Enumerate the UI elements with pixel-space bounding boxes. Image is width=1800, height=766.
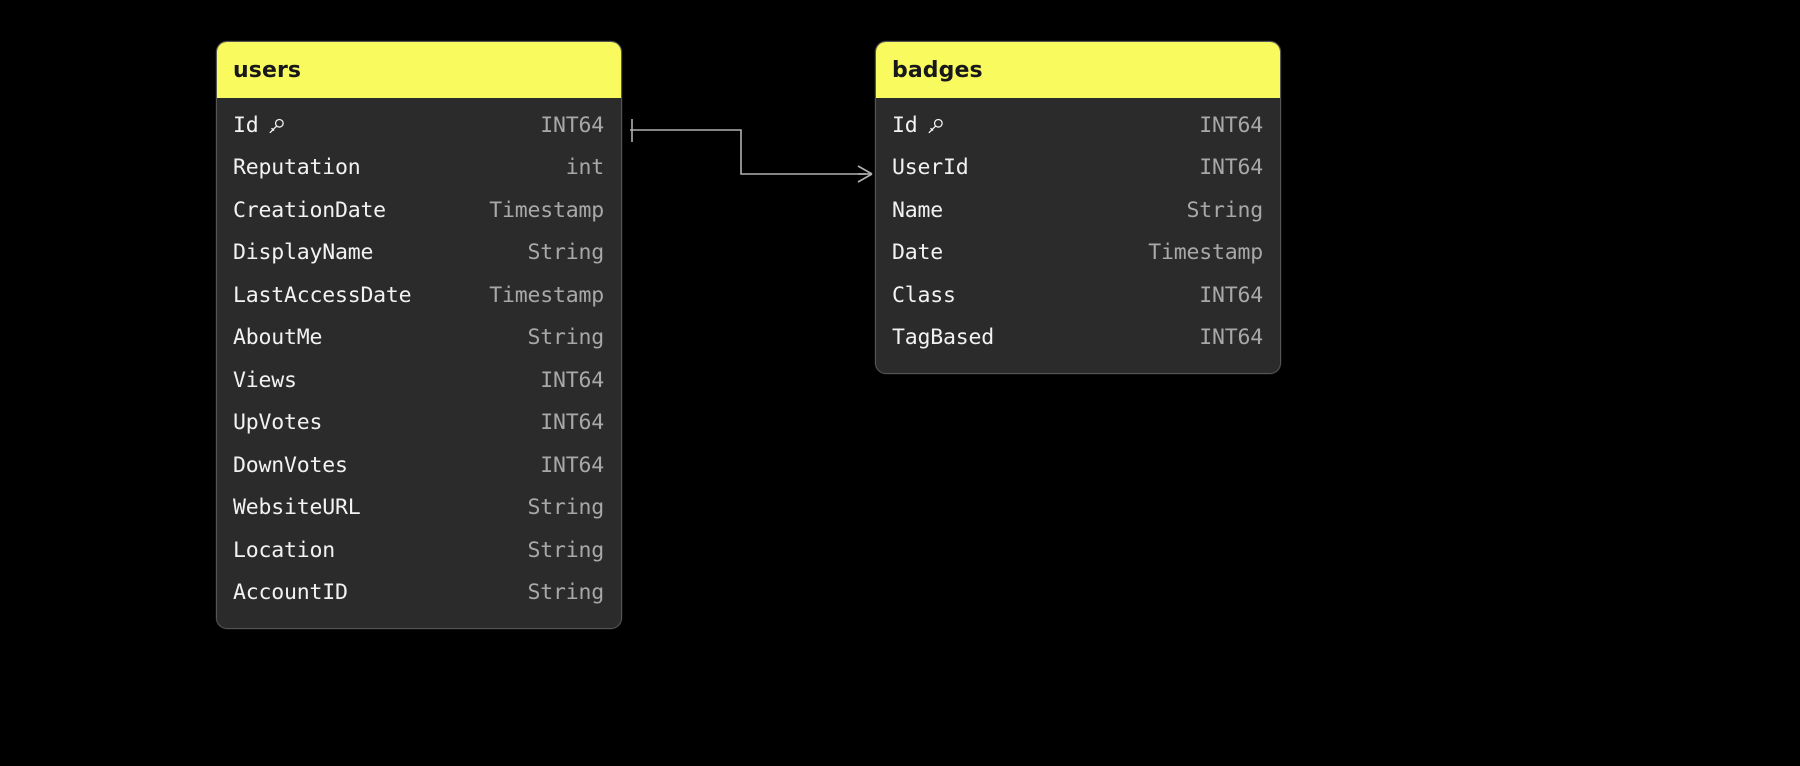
field-type-label: INT64 [540,410,604,436]
field-name-cell: CreationDate [233,198,386,223]
field-name-label: Name [892,197,943,223]
field-row[interactable]: UserId INT64 [876,147,1280,190]
field-type-label: String [527,580,605,606]
field-name-cell: AboutMe [233,325,322,350]
field-type-label: int [565,155,604,181]
field-name-cell: UserId [892,155,969,181]
field-name-cell: Name [892,198,943,223]
field-type-label: INT64 [540,367,604,393]
field-type-label: INT64 [1199,155,1263,181]
entity-title-badges: badges [876,42,1280,99]
field-row[interactable]: AboutMe String [217,317,621,360]
field-name-label: LastAccessDate [233,282,412,308]
field-name-cell: DisplayName [233,240,373,265]
field-name-cell: Class [892,283,956,308]
field-name-label: Date [892,240,943,266]
field-row[interactable]: TagBased INT64 [876,317,1280,360]
field-name-cell: Date [892,240,943,265]
field-name-label: Id [892,112,918,138]
field-type-label: String [1186,197,1264,223]
field-name-label: Class [892,282,956,308]
field-row[interactable]: UpVotes INT64 [217,402,621,445]
field-row[interactable]: Location String [217,529,621,572]
field-type-label: INT64 [1199,325,1263,351]
field-name-cell: Views [233,368,297,393]
field-name-cell: Reputation [233,155,361,181]
field-name-label: AboutMe [233,325,323,351]
key-icon [926,116,946,136]
field-name-cell: Location [233,538,335,563]
field-name-label: Id [233,112,259,138]
field-row[interactable]: WebsiteURL String [217,487,621,530]
relationship-line [630,129,866,175]
field-type-label: INT64 [1199,112,1263,138]
field-name-cell: Id [233,113,287,138]
field-row[interactable]: LastAccessDate Timestamp [217,274,621,317]
field-name-label: Views [233,367,297,393]
field-row[interactable]: DisplayName String [217,232,621,275]
field-row[interactable]: Class INT64 [876,274,1280,317]
field-row[interactable]: AccountID String [217,572,621,615]
field-type-label: INT64 [540,452,604,478]
field-row[interactable]: Date Timestamp [876,232,1280,275]
field-name-cell: TagBased [892,325,994,350]
field-type-label: Timestamp [489,282,604,308]
field-type-label: INT64 [540,112,604,138]
field-type-label: Timestamp [1148,240,1263,266]
field-name-cell: DownVotes [233,453,348,478]
entity-title-users: users [217,42,621,99]
field-name-label: AccountID [233,580,348,606]
field-type-label: String [527,240,605,266]
field-row[interactable]: Views INT64 [217,359,621,402]
field-name-label: Location [233,537,335,563]
relationship-users-id-to-badges-userid[interactable] [630,119,873,183]
field-name-label: DisplayName [233,240,374,266]
field-type-label: String [527,537,605,563]
field-name-label: Reputation [233,155,361,181]
field-name-cell: WebsiteURL [233,495,361,521]
field-name-label: DownVotes [233,452,348,478]
field-name-label: TagBased [892,325,994,351]
field-name-cell: LastAccessDate [233,282,412,308]
cardinality-many-crowfoot-marker [857,165,873,183]
field-row[interactable]: Reputation int [217,147,621,190]
field-type-label: String [527,325,605,351]
field-name-cell: AccountID [233,580,348,605]
field-type-label: String [527,495,605,521]
field-name-label: CreationDate [233,197,386,223]
field-name-label: WebsiteURL [233,495,361,521]
field-row[interactable]: CreationDate Timestamp [217,189,621,232]
field-row[interactable]: Id INT64 [876,104,1280,147]
field-type-label: Timestamp [489,197,604,223]
field-name-label: UpVotes [233,410,323,436]
field-name-label: UserId [892,155,969,181]
field-name-cell: UpVotes [233,410,322,435]
field-row[interactable]: DownVotes INT64 [217,444,621,487]
field-row[interactable]: Name String [876,189,1280,232]
key-icon [267,116,287,136]
field-row[interactable]: Id INT64 [217,104,621,147]
field-type-label: INT64 [1199,282,1263,308]
field-name-cell: Id [892,113,946,138]
